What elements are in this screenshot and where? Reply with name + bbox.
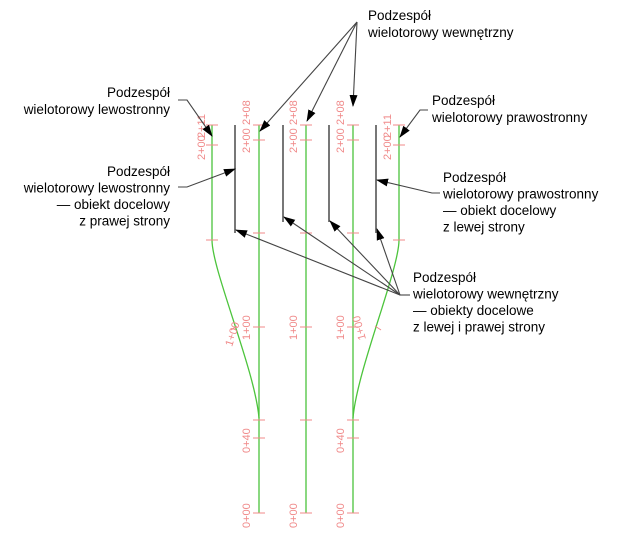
- station-label: 1+00: [223, 321, 242, 348]
- leader-arrow: [178, 99, 213, 137]
- leader-arrow: [399, 109, 428, 138]
- station-label: 2+11: [196, 114, 208, 138]
- leader-arrow: [376, 178, 440, 194]
- leader-arrow: [376, 228, 401, 296]
- station-labels: 2+00 2+11 2+00 2+08 2+00 2+08 2+00 2+08 …: [196, 100, 394, 528]
- leader-arrow: [235, 229, 401, 296]
- station-label: 2+00: [288, 128, 300, 153]
- station-label: 2+11: [382, 114, 394, 138]
- station-label: 0+40: [241, 428, 253, 453]
- right-alignment-curve: [352, 125, 400, 419]
- leader-arrow: [178, 168, 236, 188]
- station-label: 0+00: [288, 503, 300, 528]
- station-label: 1+00: [288, 315, 300, 340]
- target-objects: [234, 125, 377, 233]
- leaders: [178, 21, 440, 296]
- station-label: 0+40: [335, 428, 347, 453]
- alignments: [211, 125, 400, 513]
- station-label: 2+08: [288, 100, 300, 125]
- station-label: 2+00: [241, 128, 253, 153]
- station-ticks: [206, 124, 405, 514]
- station-label: 0+00: [335, 503, 347, 528]
- station-label: 2+08: [335, 100, 347, 125]
- left-alignment-curve: [211, 125, 260, 419]
- leader-arrow: [283, 216, 401, 296]
- station-label: 1+00: [335, 315, 347, 340]
- station-label: 1+00: [241, 315, 253, 340]
- leader-arrow: [259, 21, 358, 132]
- station-label: 0+00: [241, 503, 253, 528]
- station-label: 2+00: [382, 135, 394, 160]
- station-label: 2+00: [335, 128, 347, 153]
- leader-arrow: [329, 220, 401, 296]
- station-label: 2+00: [196, 135, 208, 160]
- station-label: 2+08: [241, 100, 253, 125]
- leader-arrow: [349, 21, 358, 107]
- leader-arrow: [306, 21, 358, 122]
